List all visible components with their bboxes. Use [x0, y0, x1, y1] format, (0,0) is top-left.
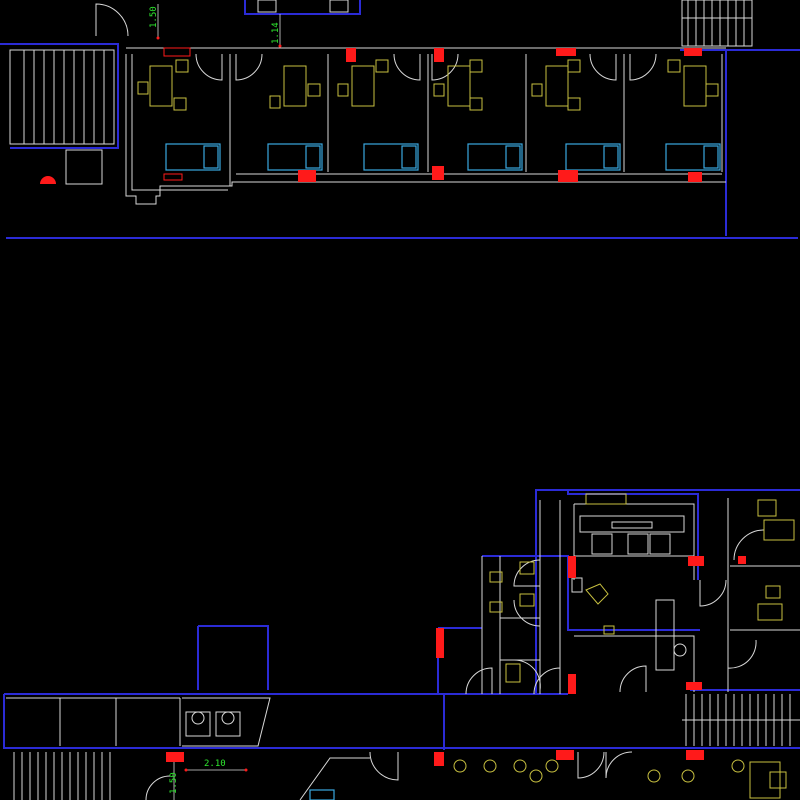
lower-partitions: [6, 498, 800, 800]
lower-furniture: [453, 493, 795, 799]
lower-blue-box: [309, 789, 335, 800]
left-stair-treads: [23, 50, 105, 144]
upper-room-inner: [131, 54, 228, 191]
lower-corridor-walls: [3, 693, 800, 749]
dimension-marks-lower: [173, 762, 248, 800]
upper-red-outline-1: [163, 47, 191, 57]
door-arc-top-left: [95, 3, 129, 37]
room-beds: [165, 143, 721, 171]
equipment-machinery: [574, 515, 694, 671]
upper-room-outline: [125, 54, 726, 205]
lower-left-wall: [437, 627, 482, 694]
equipment-box: [571, 577, 583, 593]
lower-small-room-wall: [197, 625, 269, 690]
dimension-label-top-left: 1.50: [149, 6, 159, 28]
lower-equipment-room-wall: [567, 490, 699, 580]
dimension-marks-upper: [156, 4, 282, 48]
upper-top-room-wall: [244, 0, 361, 15]
upper-left-wall: [0, 43, 119, 149]
lower-doors: [145, 529, 765, 800]
right-stair-treads: [681, 0, 753, 47]
top-fixtures: [257, 0, 349, 13]
lower-left-stair: [13, 752, 111, 800]
utility-box: [65, 149, 103, 185]
upper-floor-plan: 1.50 1.14: [0, 0, 800, 239]
lower-right-stair: [682, 694, 800, 746]
dimension-label-top-mid: 1.14: [271, 22, 281, 44]
dimension-label-bottom-vertical: 1.50: [169, 772, 179, 794]
lower-columns: [166, 556, 746, 766]
dimension-label-bottom-horizontal: 2.10: [204, 759, 226, 769]
lower-floor-plan: 2.10 1.50: [3, 489, 800, 800]
room-furniture: [137, 59, 719, 111]
left-stair-outline: [9, 49, 115, 145]
half-column-marker: [40, 176, 56, 184]
upper-columns: [298, 48, 702, 182]
lower-wc-wall: [482, 555, 700, 631]
upper-red-outline-2: [163, 173, 183, 181]
room-doors: [195, 53, 657, 81]
toilet-fixtures: [185, 711, 241, 737]
